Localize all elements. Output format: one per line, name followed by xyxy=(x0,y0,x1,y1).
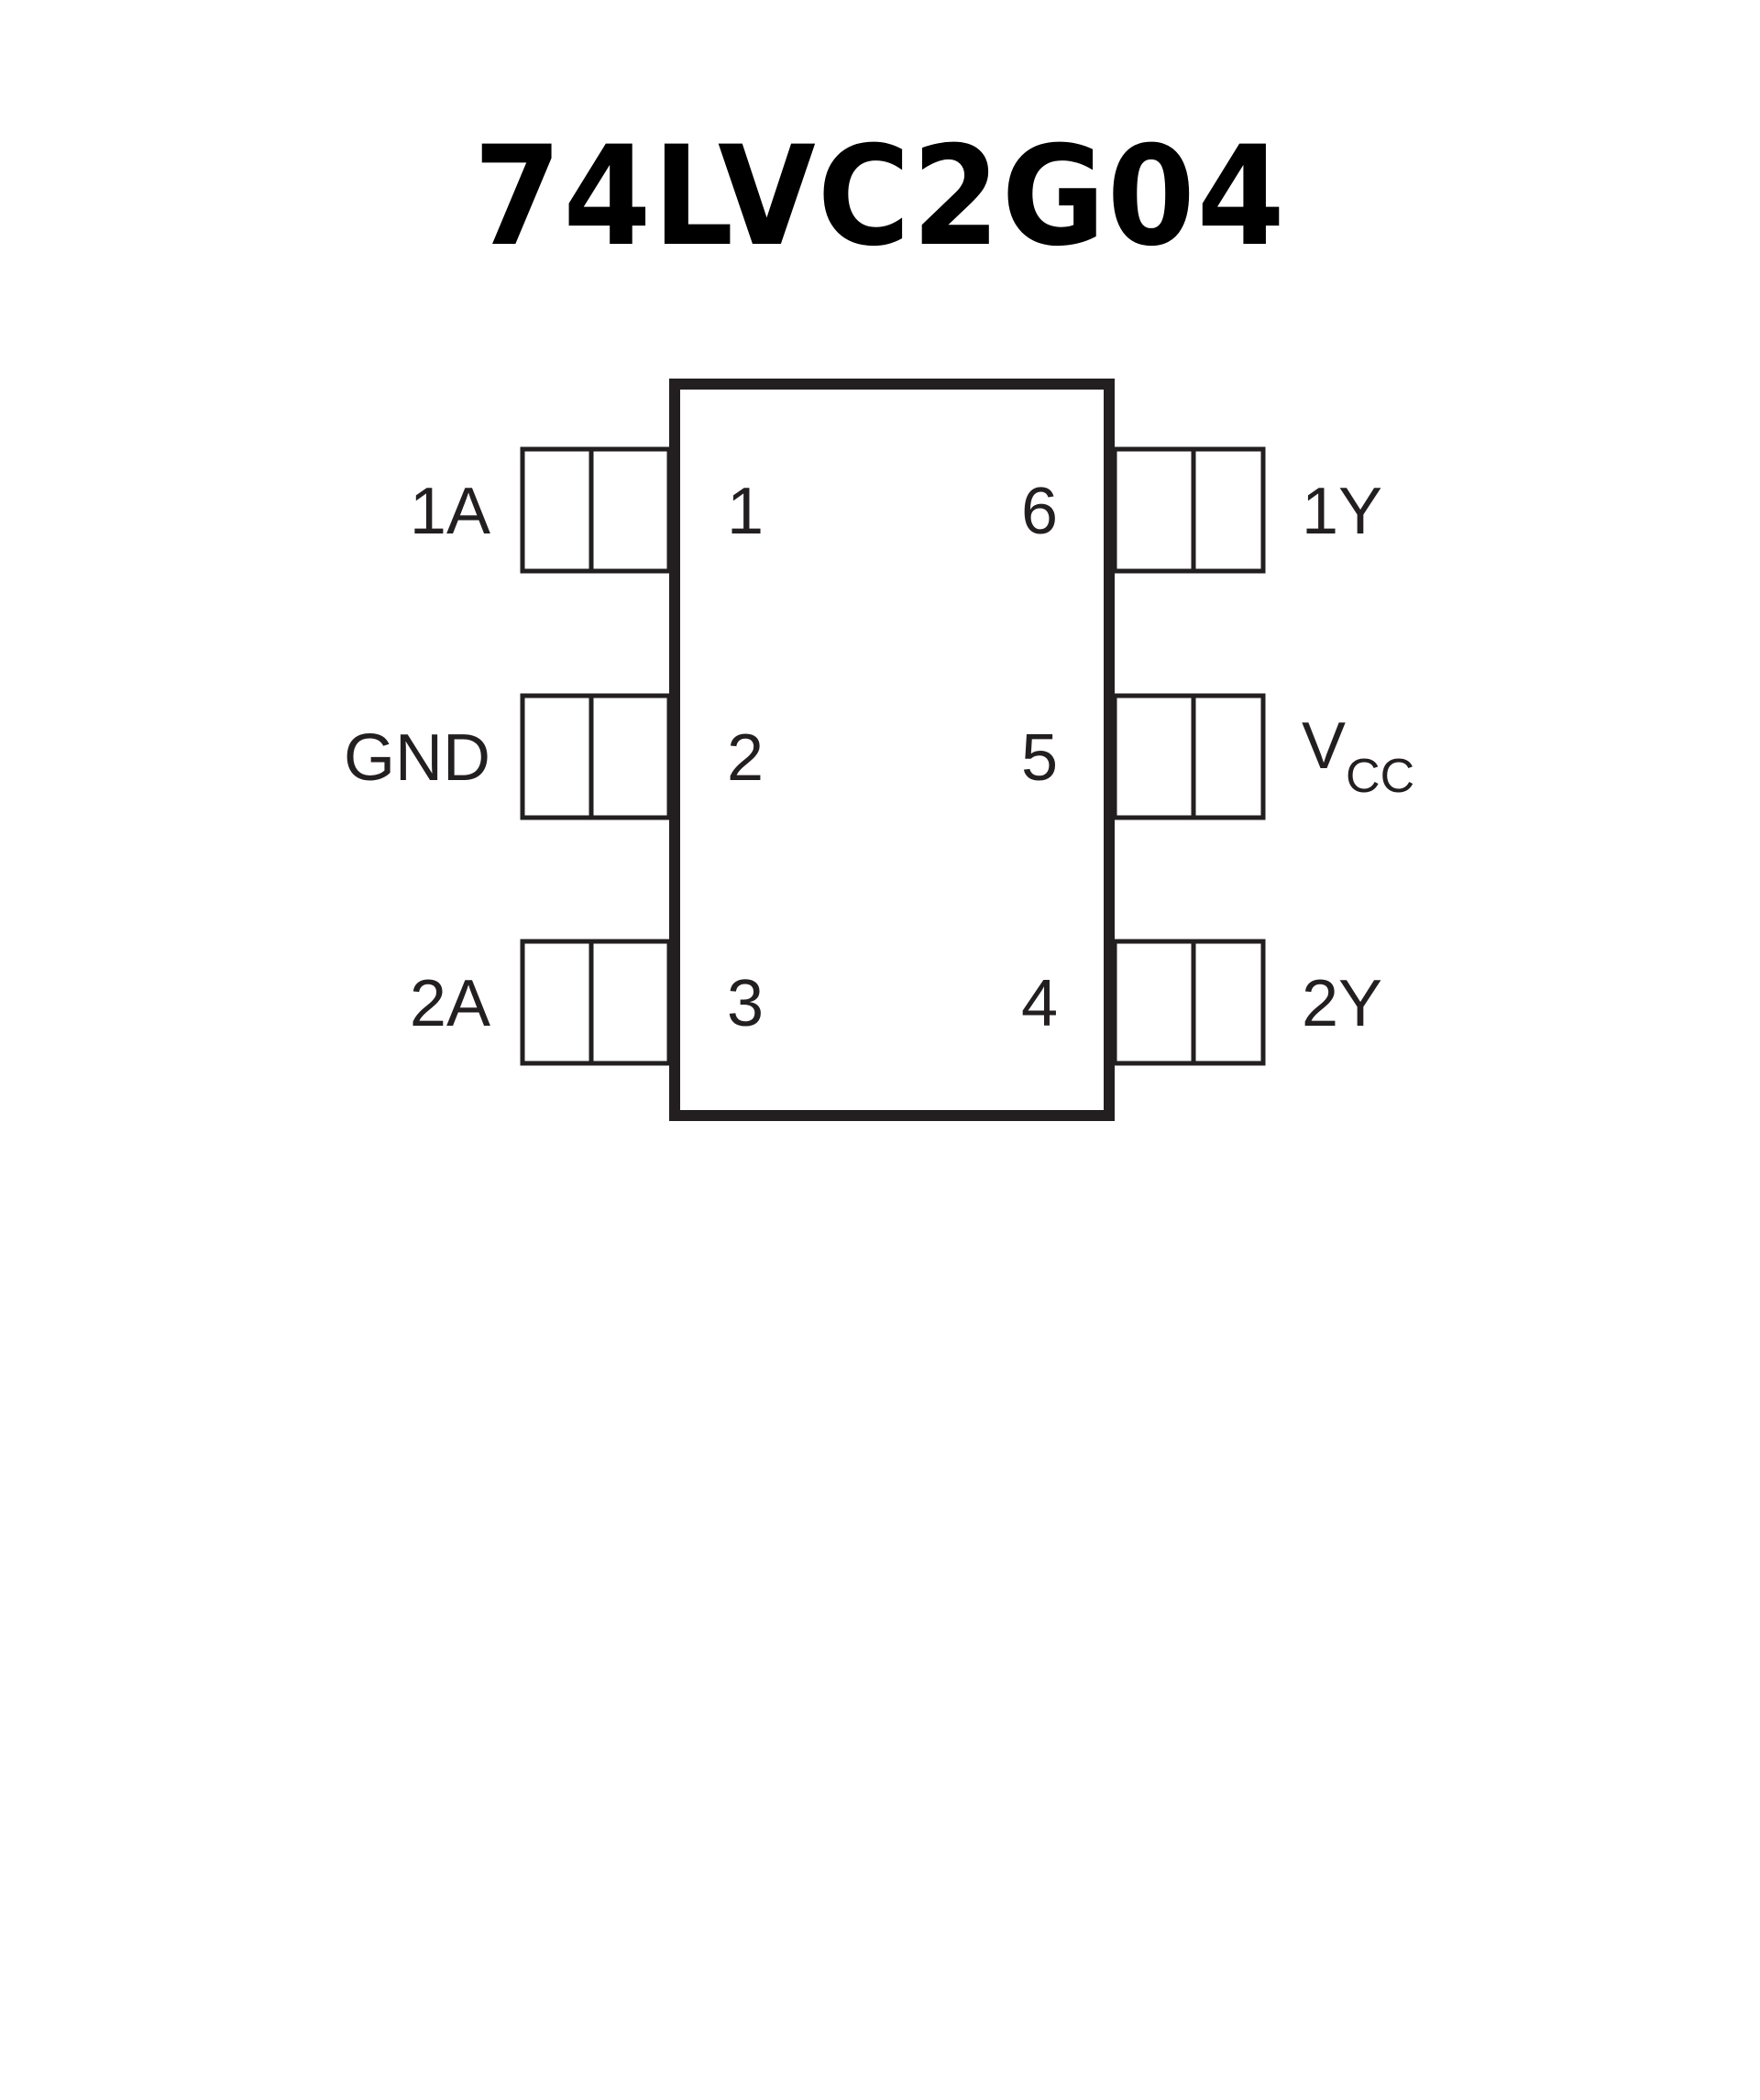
pin-pad xyxy=(520,939,672,1066)
pin-name: 1Y xyxy=(1302,475,1382,548)
pin-pad xyxy=(1112,693,1266,820)
pin-name: 2Y xyxy=(1302,967,1382,1040)
pin-number: 3 xyxy=(727,967,764,1040)
pin-name: 2A xyxy=(410,967,490,1040)
pin-pad xyxy=(1112,939,1266,1066)
pin-pad xyxy=(1112,446,1266,574)
pin-number: 6 xyxy=(1021,475,1058,548)
pin-6: 6 1Y xyxy=(1021,446,1382,574)
pin-3: 3 2A xyxy=(410,939,764,1066)
pin-pad xyxy=(520,693,672,820)
pin-name: GND xyxy=(344,721,490,795)
pin-5: 5 VCC xyxy=(1021,693,1414,820)
pin-pad xyxy=(520,446,672,574)
pin-number: 2 xyxy=(727,721,764,795)
pin-2: 2 GND xyxy=(344,693,764,820)
package-body xyxy=(669,379,1115,1121)
pin-4: 4 2Y xyxy=(1021,939,1382,1066)
pin-1: 1 1A xyxy=(410,446,764,574)
pin-name: 1A xyxy=(410,475,490,548)
pin-name-main: V xyxy=(1302,709,1346,783)
chip-title: 74LVC2G04 xyxy=(473,117,1287,277)
pin-number: 1 xyxy=(727,475,764,548)
pin-number: 5 xyxy=(1021,721,1058,795)
pin-name: VCC xyxy=(1302,709,1414,803)
pin-number: 4 xyxy=(1021,967,1058,1040)
pin-name-subscript: CC xyxy=(1346,750,1414,803)
